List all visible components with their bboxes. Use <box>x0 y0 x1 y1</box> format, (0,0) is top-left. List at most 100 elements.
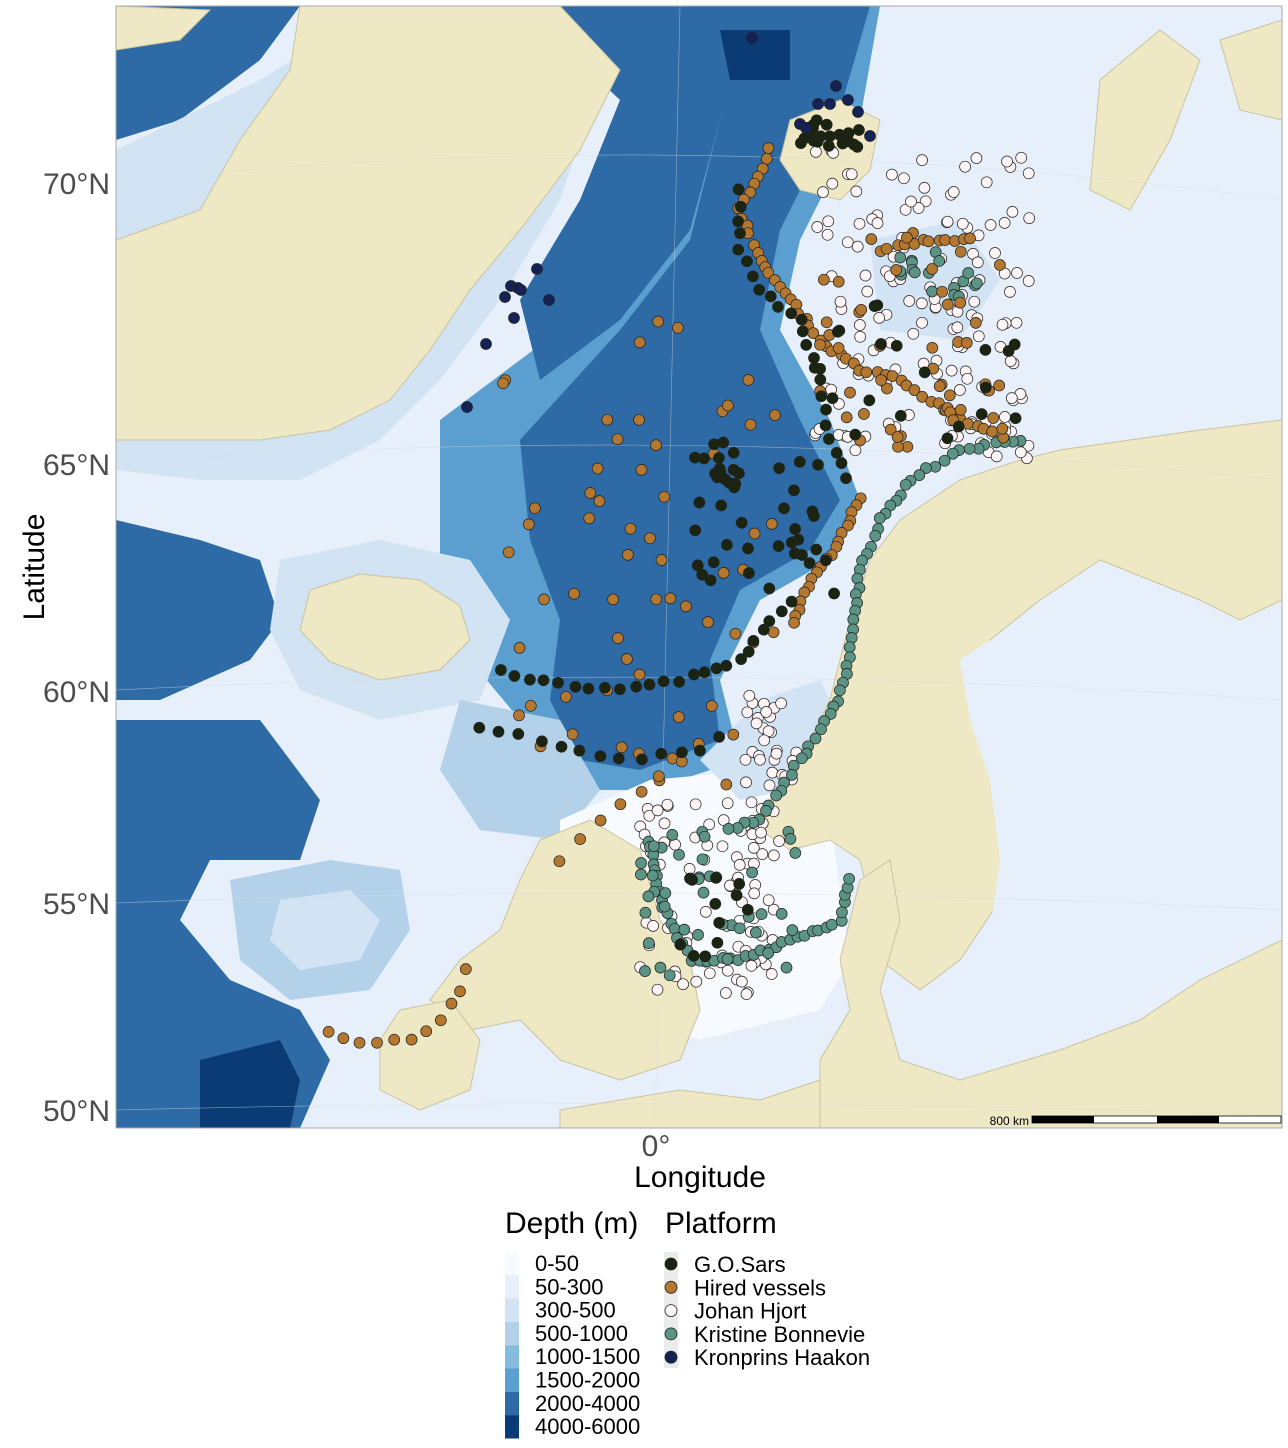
station-marker <box>826 177 839 190</box>
legend-platform-label: Kronprins Haakon <box>694 1345 870 1370</box>
station-marker <box>810 146 822 158</box>
station-marker <box>696 853 709 866</box>
station-marker <box>984 219 997 231</box>
station-marker <box>461 401 473 413</box>
lat-tick-70: 70°N <box>43 168 110 201</box>
station-marker <box>786 924 799 936</box>
station-marker <box>980 176 993 189</box>
station-marker <box>745 959 758 972</box>
lat-tick-50: 50°N <box>43 1095 110 1128</box>
station-marker <box>851 240 864 253</box>
station-marker <box>970 152 983 164</box>
station-marker <box>803 557 816 569</box>
station-marker <box>1014 446 1027 459</box>
station-marker <box>864 130 876 142</box>
station-marker <box>871 299 884 312</box>
station-marker <box>881 382 893 395</box>
station-marker <box>652 315 664 328</box>
station-marker <box>784 833 797 845</box>
station-marker <box>919 195 932 208</box>
station-marker <box>704 574 717 587</box>
station-marker <box>694 744 706 757</box>
station-marker <box>434 1014 447 1027</box>
legend-depth: Depth (m) 0-5050-300300-500500-10001000-… <box>505 1207 640 1439</box>
station-marker <box>337 1032 350 1045</box>
station-marker <box>607 593 619 606</box>
station-marker <box>975 408 988 420</box>
station-marker <box>674 938 687 951</box>
station-marker <box>843 641 856 654</box>
scale-bar: 800 km <box>990 1114 1282 1128</box>
station-marker <box>687 950 700 962</box>
station-marker <box>863 394 876 407</box>
station-marker <box>763 779 776 792</box>
station-marker <box>388 1033 401 1046</box>
station-marker <box>497 377 509 390</box>
station-marker <box>947 186 960 198</box>
station-marker <box>727 728 740 741</box>
station-marker <box>666 829 679 841</box>
station-marker <box>795 752 808 765</box>
station-marker <box>722 399 734 412</box>
station-marker <box>729 627 742 640</box>
station-marker <box>672 711 685 723</box>
station-marker <box>733 878 746 890</box>
station-marker <box>747 635 760 647</box>
station-marker <box>859 269 872 282</box>
station-marker <box>612 752 625 765</box>
station-marker <box>676 746 688 759</box>
station-marker <box>861 285 874 298</box>
station-marker <box>622 549 634 561</box>
station-marker <box>748 527 761 540</box>
station-marker <box>732 243 745 256</box>
station-marker <box>1001 155 1013 168</box>
station-marker <box>847 613 860 626</box>
station-marker <box>830 447 843 459</box>
station-marker <box>454 985 466 998</box>
station-marker <box>819 419 832 432</box>
station-marker <box>763 615 776 627</box>
abyssal-plain <box>200 1040 300 1128</box>
station-marker <box>573 744 586 757</box>
station-marker <box>524 699 537 712</box>
station-marker <box>825 918 838 931</box>
station-marker <box>820 118 833 131</box>
station-marker <box>908 266 921 279</box>
station-marker <box>614 683 626 696</box>
station-marker <box>834 295 847 308</box>
station-marker <box>744 418 757 431</box>
station-marker <box>1022 275 1035 287</box>
legend-platform-title: Platform <box>665 1207 777 1240</box>
station-marker <box>939 234 951 246</box>
station-marker <box>793 456 806 468</box>
station-marker <box>954 404 967 416</box>
lat-tick-55: 55°N <box>43 888 110 921</box>
station-marker <box>614 798 627 811</box>
station-marker <box>869 530 882 542</box>
station-marker <box>702 616 714 628</box>
legend-depth-swatch <box>505 1391 519 1416</box>
lon-tick-0: 0° <box>642 1130 671 1163</box>
station-marker <box>762 894 775 907</box>
station-marker <box>990 450 1003 463</box>
station-marker <box>512 728 525 740</box>
legend-platform-label: Kristine Bonnevie <box>694 1322 865 1347</box>
station-marker <box>642 890 655 903</box>
station-marker <box>830 80 842 92</box>
station-marker <box>677 978 689 991</box>
station-marker <box>594 814 607 827</box>
station-marker <box>750 926 762 939</box>
station-marker <box>353 1036 366 1049</box>
station-marker <box>999 411 1011 423</box>
station-marker <box>842 519 854 532</box>
station-marker <box>639 965 651 977</box>
station-marker <box>658 817 671 830</box>
station-marker <box>713 731 725 743</box>
station-marker <box>760 706 773 718</box>
station-marker <box>583 512 596 525</box>
station-marker <box>715 499 728 512</box>
lat-tick-60: 60°N <box>43 676 110 709</box>
station-marker <box>699 906 712 918</box>
station-marker <box>739 753 752 766</box>
station-marker <box>842 94 854 106</box>
